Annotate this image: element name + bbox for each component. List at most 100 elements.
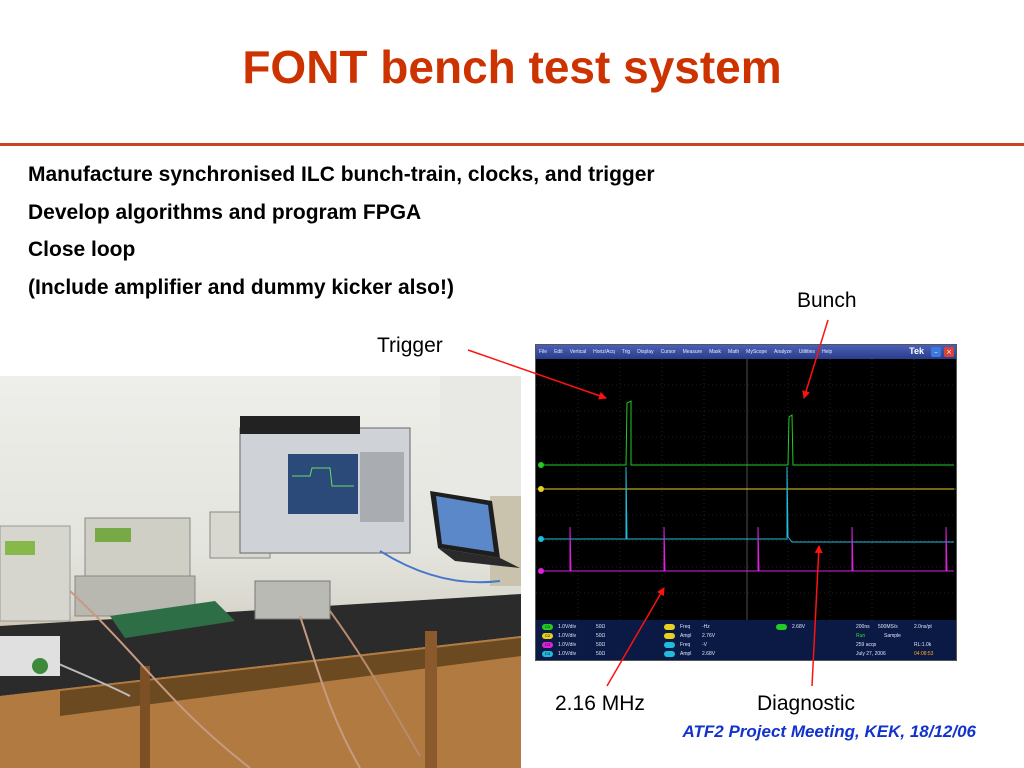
ch2-scale: 1.0V/div (558, 633, 577, 639)
oscilloscope-top (240, 416, 360, 434)
close-icon[interactable]: × (944, 347, 954, 357)
bullet-item: Close loop (28, 238, 136, 261)
scope-menu-item[interactable]: Mask (709, 349, 722, 355)
meas-badge[interactable] (664, 633, 675, 639)
tool (32, 658, 48, 674)
bullet-item: Develop algorithms and program FPGA (28, 200, 422, 224)
ch2-impedance: 50Ω (596, 633, 606, 639)
bunch-label: Bunch (797, 289, 857, 312)
point-spacing: 2.0ns/pt (914, 624, 932, 630)
scope-menu-item[interactable]: Trig (621, 349, 631, 355)
scope-menu-item[interactable]: Display (637, 349, 654, 355)
trigger-badge[interactable] (776, 624, 787, 630)
cable (69, 590, 251, 768)
oscilloscope-screenshot: File Edit Vertical Horiz/Acq Trig Displa… (535, 344, 957, 661)
scope-menu-item[interactable]: Edit (554, 349, 563, 355)
trigger-readout: 2.68V (776, 623, 805, 631)
measurement-row: Freq -Hz (664, 623, 710, 631)
ch4-badge[interactable]: C4 (542, 651, 553, 657)
meas-label: Freq (680, 624, 691, 630)
scope-menu-item[interactable]: Cursor (660, 349, 676, 355)
ch1-scale: 1.0V/div (558, 624, 577, 630)
waveform-display (536, 359, 956, 620)
paper-sheet (0, 636, 60, 676)
record-length: RL:1.0k (914, 642, 932, 648)
ch3-badge[interactable]: C3 (542, 642, 553, 648)
meas-badge[interactable] (664, 624, 675, 630)
slide-footer: ATF2 Project Meeting, KEK, 18/12/06 (682, 722, 977, 741)
ch4-impedance: 50Ω (596, 651, 606, 657)
diagnostic-label: Diagnostic (757, 692, 856, 715)
ch3-trace (544, 466, 954, 543)
ch1-trace (544, 400, 954, 466)
meas-value: -Hz (702, 624, 710, 630)
channel-readout: C1 1.0V/div 50Ω (542, 623, 605, 631)
measurement-row: Ampl 2.76V (664, 632, 715, 640)
scope-menu-item[interactable]: Analyze (774, 349, 792, 355)
bullet-item: (Include amplifier and dummy kicker also… (28, 275, 454, 299)
function-generator (0, 525, 71, 622)
generator-display (95, 528, 131, 542)
meas-value: 2.68V (702, 651, 716, 657)
scope-menu-item[interactable]: Vertical (569, 349, 587, 355)
meas-badge[interactable] (664, 642, 675, 648)
meas-label: Ampl (680, 633, 692, 639)
acquisition-readout: 259 acqs RL:1.0k (856, 641, 931, 649)
run-state: Run (856, 633, 866, 639)
meas-badge[interactable] (664, 651, 675, 657)
slide-title: FONT bench test system (242, 41, 782, 93)
cable (379, 550, 501, 584)
measurement-row: Freq -V (664, 641, 707, 649)
meas-label: Ampl (680, 651, 692, 657)
acq-count: 259 acqs (856, 642, 877, 648)
scope-menu-item[interactable]: Utilities (798, 349, 815, 355)
measurement-row: Ampl 2.68V (664, 650, 715, 658)
cable (299, 615, 361, 768)
meas-label: Freq (680, 642, 691, 648)
trigger-level: 2.68V (792, 624, 806, 630)
scope-menu-bar: File Edit Vertical Horiz/Acq Trig Displa… (536, 345, 956, 359)
ch1-badge[interactable]: C1 (542, 624, 553, 630)
acquisition-readout: July 27, 2006 04:08:53 (856, 650, 933, 658)
ch4-marker (538, 568, 544, 574)
function-generator (84, 517, 191, 579)
acq-mode: Sample (884, 633, 901, 639)
scope-menu-item[interactable]: Measure (682, 349, 703, 355)
channel-readout: C4 1.0V/div 50Ω (542, 650, 605, 658)
meas-value: -V (702, 642, 707, 648)
laptop-base (438, 548, 520, 568)
bullet-item: Manufacture synchronised ILC bunch-train… (28, 163, 655, 186)
scope-date: July 27, 2006 (856, 651, 886, 657)
ch4-scale: 1.0V/div (558, 651, 577, 657)
scope-readout-panel: C1 1.0V/div 50Ω C2 1.0V/div 50Ω C3 1.0V/… (536, 620, 956, 660)
title-divider (0, 143, 1024, 146)
ch2-badge[interactable]: C2 (542, 633, 553, 639)
ch3-marker (538, 536, 544, 542)
scope-menu-item[interactable]: Horiz/Acq (593, 349, 615, 355)
bench-edge (60, 638, 521, 716)
scope-brand-logo: Tek (909, 346, 924, 356)
minimize-icon[interactable]: – (931, 347, 941, 357)
bullet-list: Manufacture synchronised ILC bunch-train… (28, 160, 655, 310)
scope-menu-item[interactable]: Math (728, 349, 740, 355)
scope-menu-item[interactable]: Help (821, 349, 833, 355)
cable (329, 610, 421, 757)
trigger-label: Trigger (377, 334, 443, 357)
lab-bench-illustration (0, 376, 521, 768)
ch2-marker (538, 486, 544, 492)
ch1-marker (538, 462, 544, 468)
ch1-impedance: 50Ω (596, 624, 606, 630)
laptop-screen (436, 496, 494, 552)
lab-bench-photo (0, 376, 521, 768)
scope-menu-item[interactable]: MyScope (746, 349, 768, 355)
channel-readout: C2 1.0V/div 50Ω (542, 632, 605, 640)
scope-menu-item[interactable]: File (539, 349, 548, 355)
sample-rate: 500MS/s (878, 624, 898, 630)
acquisition-readout: Run Sample (856, 632, 901, 640)
ch3-impedance: 50Ω (596, 642, 606, 648)
timebase: 200ns (856, 624, 870, 630)
acquisition-readout: 200ns 500MS/s 2.0ns/pt (856, 623, 932, 631)
channel-readout: C3 1.0V/div 50Ω (542, 641, 605, 649)
generator-display (5, 541, 35, 555)
ch4-trace (544, 526, 954, 572)
